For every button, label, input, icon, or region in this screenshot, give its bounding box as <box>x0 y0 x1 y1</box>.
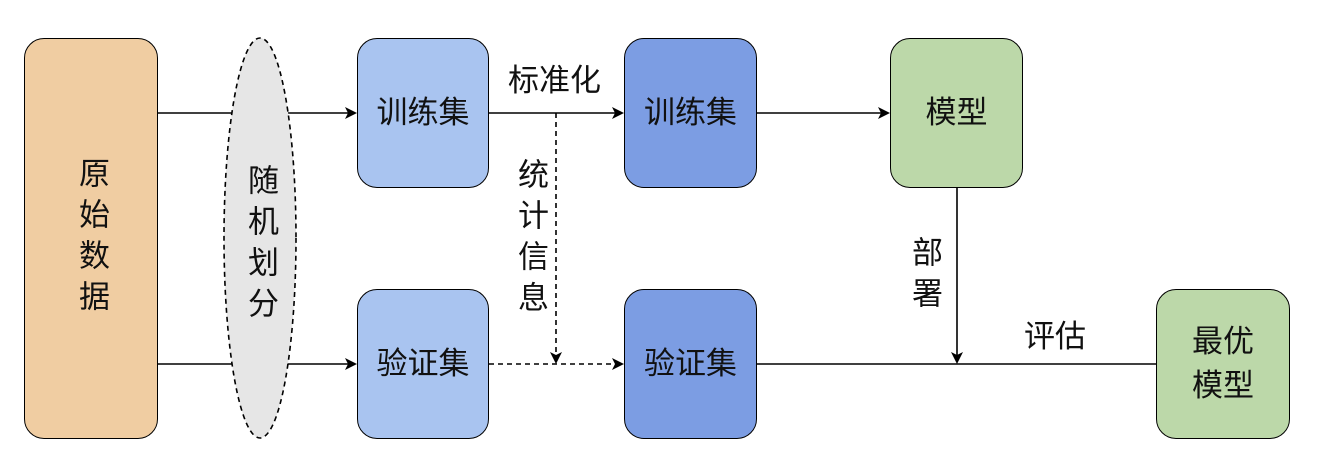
standardized-val-set-label: 验证集 <box>644 346 737 382</box>
standardized-val-set-box: 验证集 <box>624 289 757 439</box>
raw-data-label: 原始数据 <box>73 156 109 321</box>
raw-data-box: 原始数据 <box>24 38 158 439</box>
evaluate-label: 评估 <box>1024 319 1086 355</box>
standardize-label: 标准化 <box>508 63 601 99</box>
random-split-ellipse <box>223 37 297 439</box>
val-set-box: 验证集 <box>357 289 489 439</box>
best-model-box: 最优模型 <box>1156 289 1290 439</box>
best-model-label: 最优模型 <box>1192 324 1254 404</box>
model-box: 模型 <box>890 38 1023 188</box>
standardized-train-set-box: 训练集 <box>624 38 757 188</box>
random-split-label: 随机划分 <box>242 164 278 328</box>
statistics-label: 统计信息 <box>512 158 548 322</box>
standardized-train-set-label: 训练集 <box>644 95 737 131</box>
val-set-label: 验证集 <box>376 346 470 382</box>
train-set-label: 训练集 <box>376 95 470 131</box>
deploy-label: 部署 <box>906 236 942 318</box>
model-label: 模型 <box>925 95 988 131</box>
train-set-box: 训练集 <box>357 38 489 188</box>
